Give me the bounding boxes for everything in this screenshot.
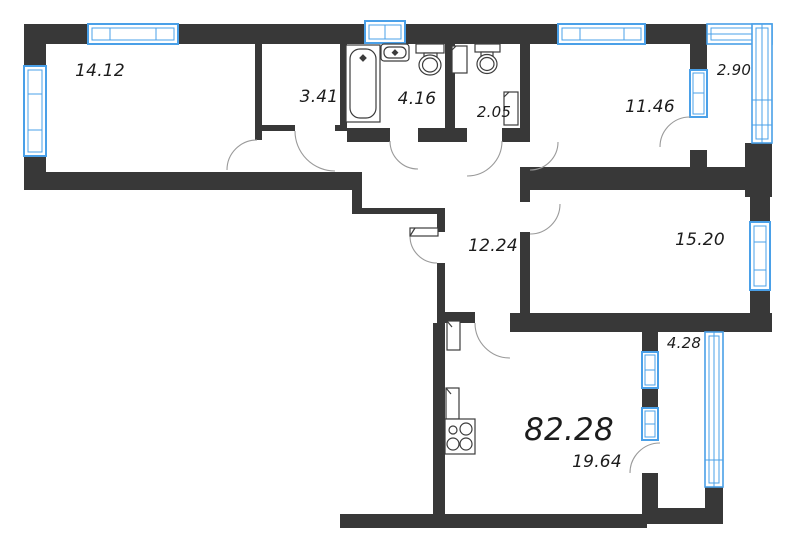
window-icon [641,351,659,389]
room-area-label-2-05: 2.05 [476,103,512,121]
room-area-label-15-20: 15.20 [675,230,725,250]
door-arc [529,203,561,235]
balcony-glazing-icon [704,331,724,488]
door-leaf-icon [409,227,439,237]
door-leaf-icon [446,320,461,351]
doors [226,116,691,474]
door-arc [389,140,419,170]
sink-icon [380,43,410,62]
door-arc [294,130,336,172]
fixtures [345,43,519,455]
room-area-label-11-46: 11.46 [625,97,675,117]
room-area-label-19-64: 19.64 [572,452,622,472]
entrance-door-arc [409,235,438,264]
total-area-label: 82.28 [524,412,614,448]
washing-machine-icon [451,45,468,74]
door-arc [629,442,661,474]
room-area-label-4-28: 4.28 [666,334,702,352]
room-area-label-14-12: 14.12 [75,61,125,81]
toilet-icon [415,43,445,76]
bathtub-icon [345,44,381,123]
room-area-label-2-90: 2.90 [716,61,752,79]
door-arc [226,139,258,171]
balcony-door-window-icon [689,69,708,118]
boiler-icon [503,91,519,126]
window-icon [23,65,47,157]
window-icon [749,221,771,291]
kitchen-cabinet-icon [445,387,460,420]
walls [24,24,772,528]
door-arc [659,116,691,148]
balcony-glazing-icon [751,23,773,144]
window-icon [364,20,406,44]
door-arc [466,140,503,177]
door-arc [529,141,559,171]
room-area-label-4-16: 4.16 [397,89,437,109]
stove-icon [444,418,476,455]
window-icon [557,23,646,45]
window-icon [87,23,179,45]
window-icon [641,407,659,441]
door-arc [474,322,511,359]
windows [23,20,773,488]
toilet-icon [474,43,501,75]
room-area-label-3-41: 3.41 [299,87,339,107]
room-area-label-12-24: 12.24 [468,236,518,256]
